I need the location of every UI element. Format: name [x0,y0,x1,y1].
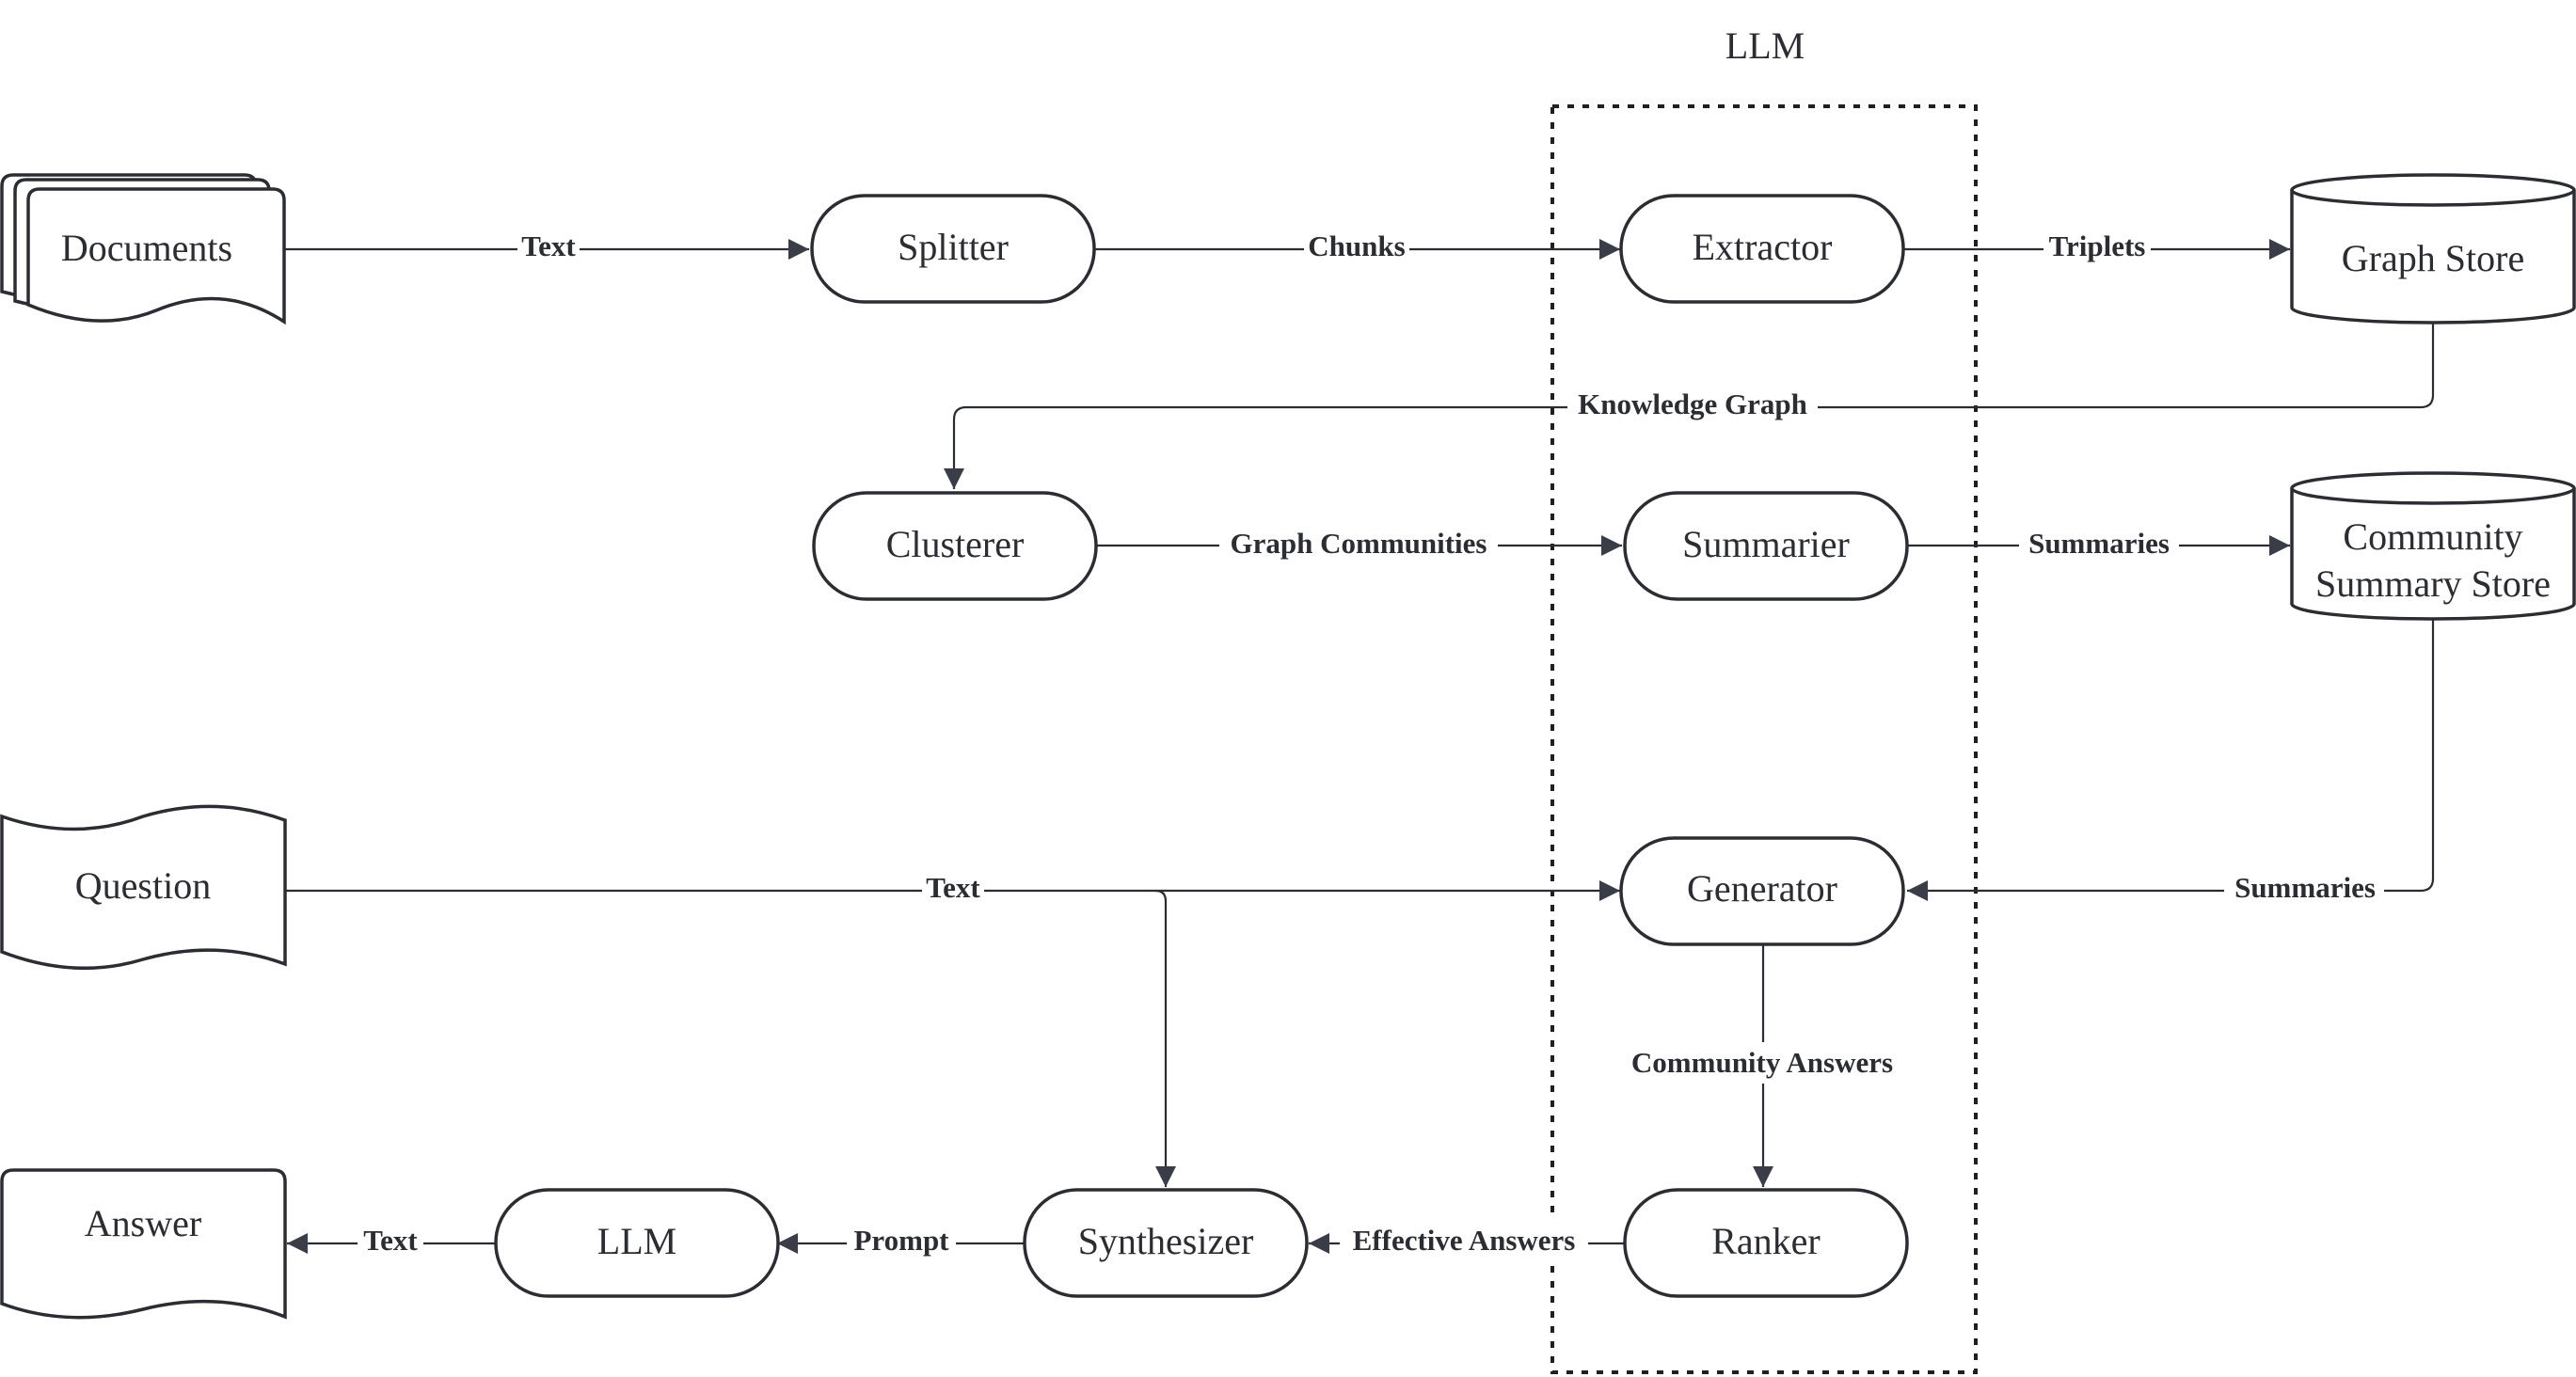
extractor-label: Extractor [1693,226,1833,268]
edge-labels: Text Chunks Triplets Knowledge Graph Gra… [358,227,2384,1258]
community-store-label-line2: Summary Store [2315,562,2551,605]
splitter-label: Splitter [898,226,1009,268]
community-store-label-line1: Community [2343,515,2522,558]
edge-label-summaries-generator: Summaries [2234,871,2376,904]
llm-group: LLM [1550,24,1978,1374]
documents-node: Documents [0,173,286,325]
edge-label-chunks: Chunks [1308,230,1405,262]
llm-node: LLM [494,1188,780,1298]
splitter-node: Splitter [810,194,1096,304]
edge-question-synthesizer [1154,889,1176,1187]
llm-group-boundary [1550,104,1978,1374]
extractor-node: Extractor [1619,194,1905,304]
synthesizer-label: Synthesizer [1078,1220,1254,1262]
llm-group-label: LLM [1725,24,1805,67]
generator-node: Generator [1619,836,1905,946]
graph-store-label: Graph Store [2342,237,2524,279]
edge-label-effective-answers: Effective Answers [1353,1224,1576,1257]
edge-label-summaries-store: Summaries [2028,527,2170,560]
edge-label-prompt: Prompt [853,1224,949,1257]
graph-store-node: Graph Store [2290,173,2576,324]
answer-node: Answer [0,1168,287,1320]
ranker-label: Ranker [1711,1220,1821,1262]
answer-label: Answer [85,1202,201,1244]
question-label: Question [75,864,211,907]
edge-label-knowledge-graph: Knowledge Graph [1578,388,1807,420]
documents-label: Documents [61,227,232,269]
edge-label-text-answer: Text [363,1224,418,1257]
summarier-node: Summarier [1623,491,1909,601]
llm-label: LLM [597,1220,676,1262]
summarier-label: Summarier [1682,523,1850,565]
clusterer-node: Clusterer [812,491,1098,601]
edge-label-text-docs: Text [521,230,576,262]
community-summary-store-node: Community Summary Store [2290,471,2576,621]
ranker-node: Ranker [1623,1188,1909,1298]
edge-communitystore-generator [1907,619,2435,901]
generator-label: Generator [1687,867,1837,910]
edge-label-text-question: Text [926,871,980,904]
edge-label-graph-communities: Graph Communities [1231,527,1487,560]
edge-label-community-answers: Community Answers [1631,1046,1893,1079]
question-node: Question [0,804,287,970]
edge-label-triplets: Triplets [2049,230,2146,262]
clusterer-label: Clusterer [886,523,1025,565]
synthesizer-node: Synthesizer [1023,1188,1309,1298]
